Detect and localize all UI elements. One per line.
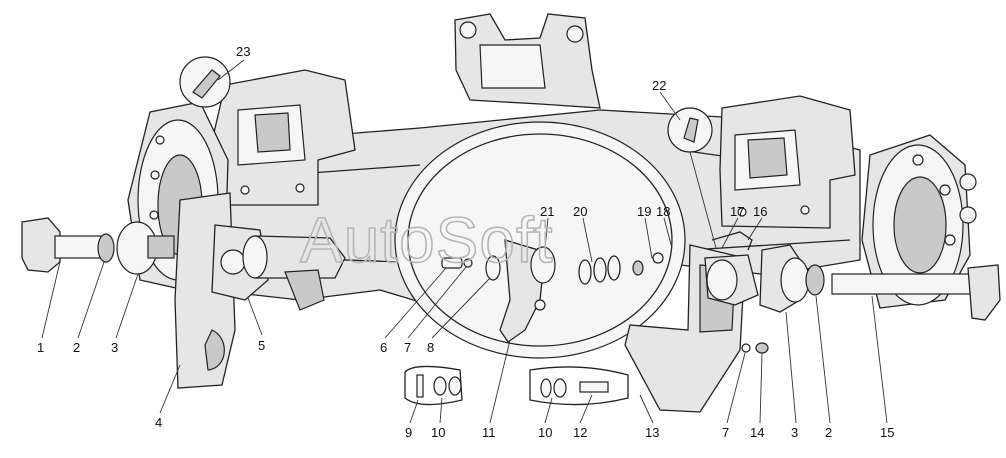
- leader-lines: [41, 59, 888, 424]
- callout-label: 23: [236, 44, 250, 59]
- pin-bushing-parts: [441, 255, 501, 281]
- left-slack-adjuster: [211, 224, 346, 311]
- right-spring-seat: [719, 95, 856, 229]
- callout-label: 3: [791, 425, 798, 440]
- left-camshaft: [21, 217, 175, 275]
- right-hub-flange: [861, 134, 977, 309]
- callout-label: 2: [73, 340, 80, 355]
- center-slack-adjuster: [499, 239, 556, 343]
- callout-label: 3: [111, 340, 118, 355]
- callout-label: 13: [645, 425, 659, 440]
- callout-label: 20: [573, 204, 587, 219]
- callout-label: 11: [482, 425, 496, 440]
- callout-label: 6: [380, 340, 387, 355]
- left-spring-seat: [209, 69, 356, 206]
- callout-label: 21: [540, 204, 554, 219]
- top-mount-bracket: [454, 13, 601, 109]
- callout-label: 2: [825, 425, 832, 440]
- callout-label: 8: [427, 340, 434, 355]
- callout-label: 9: [405, 425, 412, 440]
- callout-label: 5: [258, 338, 265, 353]
- callout-label: 15: [880, 425, 894, 440]
- differential-cover: [394, 121, 686, 359]
- callout-numbers: 1 2 3 4 5 6 7 8 9 10 11 10 12 13 7 14 3 …: [37, 44, 894, 440]
- callout-label: 22: [652, 78, 666, 93]
- right-slack-adjuster: [704, 231, 759, 306]
- callout-label: 7: [722, 425, 729, 440]
- callout-label: 19: [637, 204, 651, 219]
- callout-label: 18: [656, 204, 670, 219]
- callout-label: 14: [750, 425, 764, 440]
- callout-label: 1: [37, 340, 44, 355]
- callout-label: 4: [155, 415, 162, 430]
- right-camshaft: [759, 244, 1001, 321]
- grease-fitting-callouts: [179, 56, 717, 249]
- callout-label: 17: [730, 204, 744, 219]
- watermark-text: AutoSoft: [300, 204, 554, 276]
- callout-label: 12: [573, 425, 587, 440]
- small-parts-kit: [404, 342, 769, 406]
- callout-label: 10: [431, 425, 445, 440]
- callout-label: 10: [538, 425, 552, 440]
- callout-label: 16: [753, 204, 767, 219]
- seal-rings: [578, 252, 664, 285]
- callout-label: 7: [404, 340, 411, 355]
